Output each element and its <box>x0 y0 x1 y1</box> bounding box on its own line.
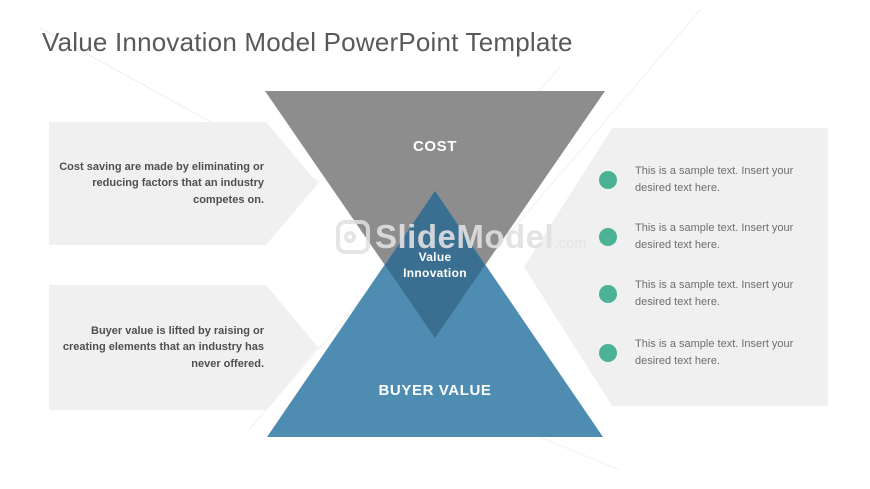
value-innovation-label: Value Innovation <box>403 250 467 283</box>
bullet-dot-icon <box>599 228 617 246</box>
bullet-dot-icon <box>599 285 617 303</box>
value-innovation-label-line1: Value <box>418 250 452 264</box>
bullet-dot-icon <box>599 171 617 189</box>
cost-label: COST <box>412 138 458 155</box>
sample-text-panel: This is a sample text. Insert your desir… <box>524 128 828 406</box>
buyer-value-callout-text: Buyer value is lifted by raising or crea… <box>62 324 264 370</box>
buyer-value-label: BUYER VALUE <box>378 382 492 399</box>
bullet-text: This is a sample text. Insert your desir… <box>635 279 794 309</box>
value-innovation-label-line2: Innovation <box>403 266 467 281</box>
list-item[interactable]: This is a sample text. Insert your desir… <box>524 273 828 315</box>
bullet-dot-icon <box>599 344 617 362</box>
cost-callout-text: Cost saving are made by eliminating or r… <box>59 160 264 206</box>
slidemodel-logo-icon <box>336 220 370 254</box>
bullet-text: This is a sample text. Insert your desir… <box>635 222 794 252</box>
cost-callout-shape[interactable]: Cost saving are made by eliminating or r… <box>49 122 318 245</box>
bullet-text: This is a sample text. Insert your desir… <box>635 165 794 195</box>
list-item[interactable]: This is a sample text. Insert your desir… <box>524 332 828 374</box>
list-item[interactable]: This is a sample text. Insert your desir… <box>524 159 828 201</box>
page-title: Value Innovation Model PowerPoint Templa… <box>42 27 573 57</box>
list-item[interactable]: This is a sample text. Insert your desir… <box>524 216 828 258</box>
slidemodel-logo-circle <box>344 231 356 243</box>
buyer-value-callout-shape[interactable]: Buyer value is lifted by raising or crea… <box>49 285 318 410</box>
bullet-text: This is a sample text. Insert your desir… <box>635 338 794 368</box>
